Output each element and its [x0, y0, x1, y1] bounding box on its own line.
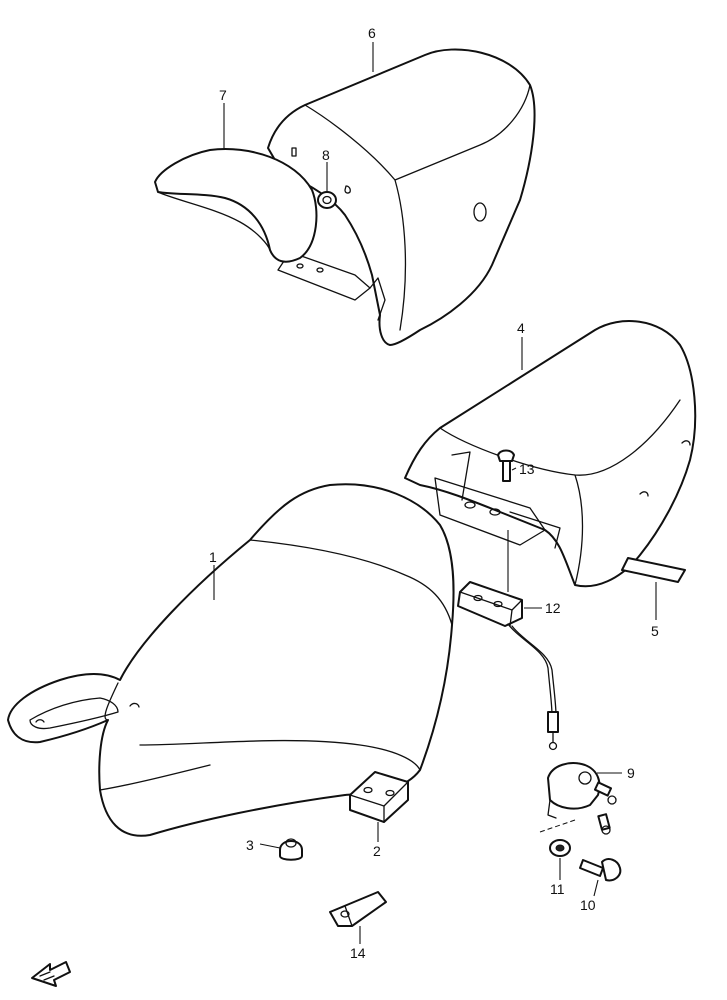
seat-lock	[539, 762, 617, 835]
cushion	[279, 838, 303, 861]
bolt-13	[497, 449, 515, 482]
pillion-seat	[404, 320, 697, 588]
seat-assembly	[7, 483, 455, 837]
bracket	[329, 891, 387, 927]
washer	[549, 839, 571, 857]
callout-13: 13	[519, 461, 535, 477]
callout-7: 7	[219, 87, 227, 103]
lock-cable	[457, 581, 559, 751]
callout-3: 3	[246, 837, 254, 853]
seat-tail-cover	[267, 48, 536, 346]
callout-4: 4	[517, 320, 525, 336]
callout-2: 2	[373, 843, 381, 859]
callout-9: 9	[627, 765, 635, 781]
pad	[154, 148, 318, 263]
callout-14: 14	[350, 945, 366, 961]
callout-5: 5	[651, 623, 659, 639]
callout-10: 10	[580, 897, 596, 913]
callout-11: 11	[550, 881, 565, 897]
callout-6: 6	[368, 25, 376, 41]
cushion-grommet	[317, 191, 337, 209]
callout-1: 1	[209, 549, 217, 565]
callout-12: 12	[545, 600, 561, 616]
bolt	[579, 858, 622, 882]
callout-8: 8	[322, 147, 330, 163]
callout-labels: 6 7 8 4 13 1 12 5 9 3 2 11 10 14	[209, 25, 659, 961]
leader-lines	[213, 42, 657, 944]
front-arrow-icon	[31, 961, 71, 987]
tape	[621, 557, 686, 583]
spacer	[349, 771, 409, 823]
